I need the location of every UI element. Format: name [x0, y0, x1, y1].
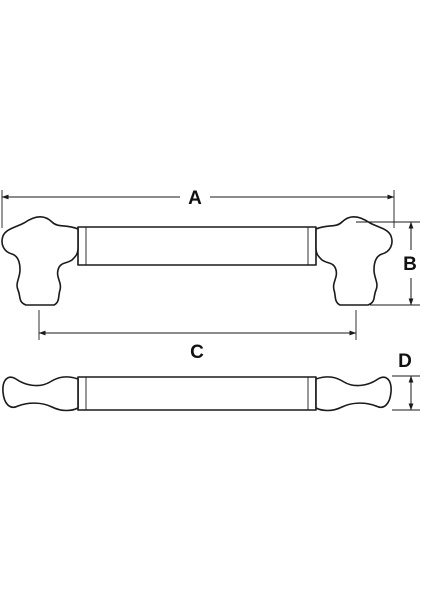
handle-bar — [77, 226, 317, 266]
right-handle-end — [315, 216, 393, 306]
left-handle-end — [1, 216, 79, 306]
handle-top-view — [1, 216, 393, 306]
dimension-d: D — [392, 351, 420, 411]
dimension-c-label: C — [190, 342, 204, 363]
handle-side-view — [2, 376, 392, 412]
dimension-b: B — [356, 221, 420, 306]
dimension-b-label: B — [403, 254, 417, 275]
side-handle-bar — [77, 376, 317, 411]
side-right-end — [315, 376, 392, 412]
dimension-c: C — [38, 310, 357, 363]
dimension-a-label: A — [188, 188, 202, 209]
dimension-a: A — [1, 188, 395, 228]
dimension-d-label: D — [398, 351, 412, 372]
side-left-end — [2, 376, 79, 412]
